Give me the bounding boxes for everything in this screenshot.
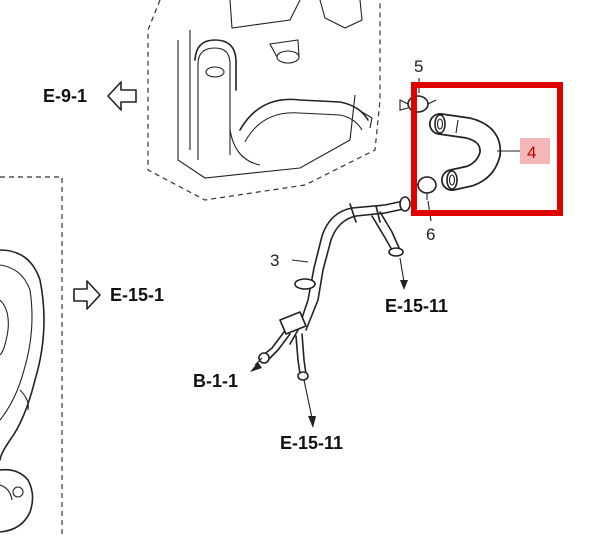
ref-e-9-1[interactable]: E-9-1 (43, 86, 87, 106)
ref-b-1-1[interactable]: B-1-1 (193, 371, 238, 391)
callout-part-3: 3 (270, 251, 279, 270)
ref-e-15-11-top[interactable]: E-15-11 (385, 296, 448, 316)
callout-part-5: 5 (414, 57, 423, 76)
e-15-1-arrow-icon (73, 280, 101, 310)
e-9-1-arrow-icon (107, 81, 137, 111)
pipe-part-3 (258, 196, 411, 381)
leader-lines (250, 150, 520, 428)
lower-left-assembly (0, 176, 63, 535)
callout-part-6: 6 (426, 225, 435, 244)
ref-e-15-1[interactable]: E-15-1 (110, 285, 164, 305)
ref-e-15-11-bottom[interactable]: E-15-11 (280, 433, 343, 453)
highlight-box (411, 82, 563, 216)
part-4-label-fill (520, 138, 550, 164)
upper-assembly (147, 0, 381, 201)
callout-part-4[interactable]: 4 (527, 143, 536, 162)
hose-part-4 (429, 113, 502, 191)
